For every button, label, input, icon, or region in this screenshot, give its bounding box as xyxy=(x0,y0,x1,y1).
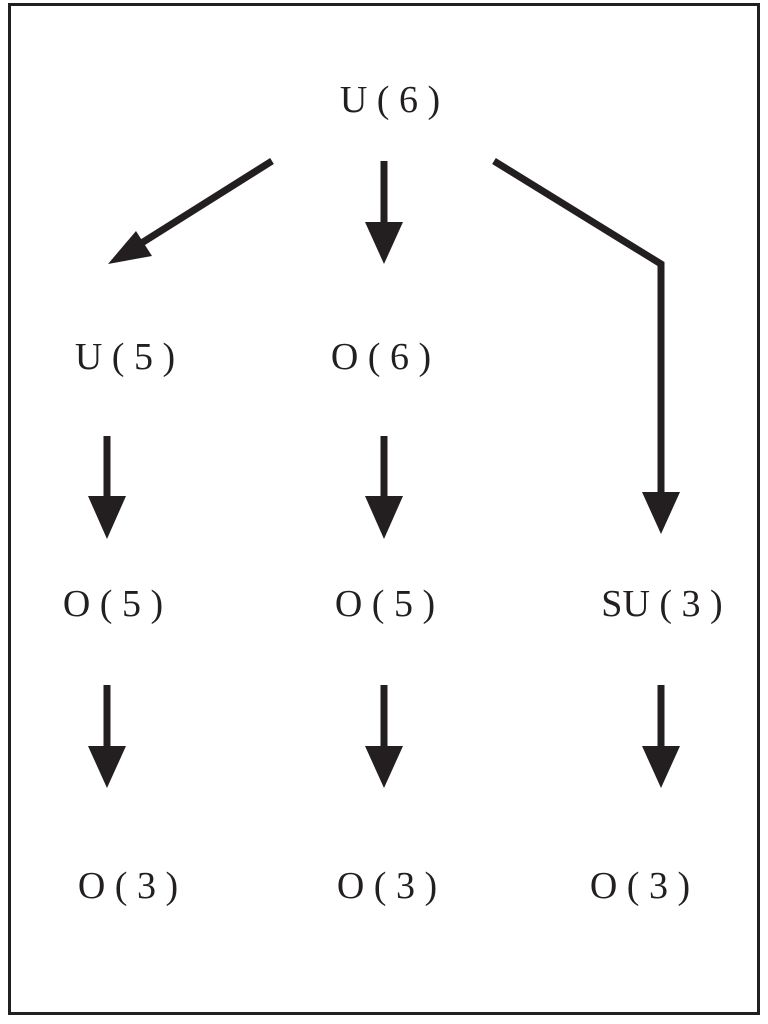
arrow-su3-to-o3 xyxy=(642,685,680,788)
node-level3-middle: O ( 3 ) xyxy=(336,865,438,907)
node-root: U ( 6 ) xyxy=(339,79,441,121)
arrow-o6-to-o5 xyxy=(365,436,403,539)
node-level3-left: O ( 3 ) xyxy=(77,865,179,907)
arrow-o5-to-o3-middle xyxy=(365,685,403,788)
node-level2-middle: O ( 5 ) xyxy=(334,583,436,625)
arrow-root-to-o6 xyxy=(365,161,403,264)
node-level1-middle: O ( 6 ) xyxy=(330,336,432,378)
arrow-root-to-u5 xyxy=(108,158,274,264)
node-level3-right: O ( 3 ) xyxy=(589,865,691,907)
arrow-o5-to-o3-left xyxy=(88,685,126,788)
node-level1-left: U ( 5 ) xyxy=(74,336,176,378)
node-level2-left: O ( 5 ) xyxy=(62,583,164,625)
node-level2-right: SU ( 3 ) xyxy=(601,583,723,625)
arrow-root-to-su3 xyxy=(492,158,680,534)
diagram-border xyxy=(8,3,760,1015)
arrow-u5-to-o5 xyxy=(88,436,126,539)
